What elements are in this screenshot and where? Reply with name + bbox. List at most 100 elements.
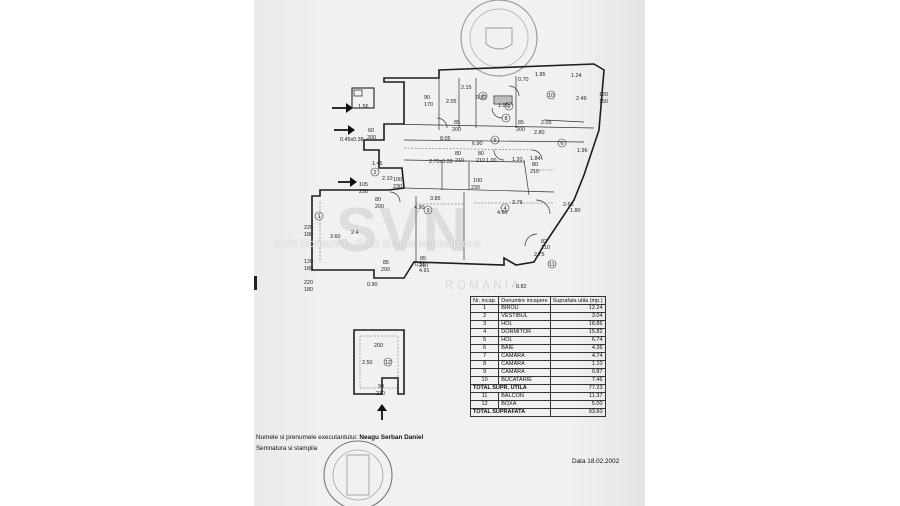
dim-label: 0.82 <box>476 95 487 101</box>
table-cell: 5 <box>469 336 500 345</box>
dim-label: 85 <box>420 256 426 262</box>
dim-label: 85 <box>383 260 389 266</box>
table-cell: 0.87 <box>549 368 606 377</box>
table-header-row: Nr. incap. Denumire incapere Suprafata u… <box>469 296 606 305</box>
table-cell: 9 <box>469 368 500 377</box>
storage-box-dims <box>359 335 399 389</box>
room-3-number: 3 <box>427 208 430 214</box>
dim-label: 100 <box>393 177 402 183</box>
table-cell: 2 <box>469 312 500 321</box>
dim-label: 210 <box>419 263 428 269</box>
table-cell: VESTIBUL <box>498 312 551 321</box>
room-5-number: 5 <box>494 138 497 144</box>
table-header: Nr. incap. <box>469 296 500 305</box>
dim-label: 105 <box>359 182 368 188</box>
dim-label: 3.85 <box>430 196 441 202</box>
storage-box-12 <box>353 329 405 395</box>
table-cell: 6.74 <box>549 336 606 345</box>
table-cell: BUCATARIE <box>498 376 551 385</box>
dim-label: 85 <box>518 120 524 126</box>
table-cell: 4.74 <box>549 352 606 361</box>
dim-label: 2.70x0.28 <box>429 159 453 165</box>
dim-label: 80 <box>455 151 461 157</box>
table-cell: 15.82 <box>549 328 606 337</box>
door-arcs <box>389 85 551 247</box>
room-8-number: 8 <box>505 116 508 122</box>
dim-label: 1.85 <box>535 72 546 78</box>
dim-label: 0.70 <box>518 77 529 83</box>
document-date: Data 18.02.2002 <box>572 458 620 465</box>
scan-edge-mark <box>254 276 257 290</box>
table-cell: BALCON <box>498 392 551 401</box>
table-total-value: 77.23 <box>549 384 606 393</box>
table-total-label: TOTAL SUPR. UTILA <box>470 384 551 393</box>
dim-label: 3.79 <box>512 200 523 206</box>
room-7-number: 7 <box>482 94 485 100</box>
table-cell: 11.37 <box>549 392 606 401</box>
table-cell: 1.10 <box>549 360 606 369</box>
table-cell: CAMARA <box>498 360 551 369</box>
executant-line: Numele si prenumele executantului: Neagu… <box>256 434 423 441</box>
dim-label: 1.96 <box>577 148 588 154</box>
kitchen-counter-lines <box>495 97 511 103</box>
dim-label: 210 <box>455 158 464 164</box>
table-cell: CAMARA <box>498 368 551 377</box>
dim-label: 2.05 <box>446 99 457 105</box>
dim-label: 180 <box>304 266 313 272</box>
floor-plan-drawing: 1 2 3 4 5 6 7 8 9 10 11 12 1.85 1.24 2.1… <box>304 0 608 506</box>
entry-arrows <box>332 103 387 420</box>
table-cell: 18.86 <box>549 320 606 329</box>
table-header: Suprafata utila (mp.) <box>549 296 606 305</box>
table-cell: 10 <box>469 376 500 385</box>
dim-label: 4.90 <box>414 205 425 211</box>
dim-label: 1.80 <box>570 208 581 214</box>
dim-label: 1.20 <box>512 157 523 163</box>
dim-label: 90 <box>424 95 430 101</box>
dim-label: 80 <box>478 151 484 157</box>
table-cell: 6 <box>469 344 500 353</box>
dim-label: 220 <box>304 225 313 231</box>
table-cell: 3 <box>469 320 500 329</box>
dim-label: 200 <box>381 267 390 273</box>
kitchen-counter <box>493 95 513 105</box>
dim-label: 200 <box>516 127 525 133</box>
dim-label: 230 <box>471 185 480 191</box>
room-6-number: 6 <box>561 141 564 147</box>
table-cell: CAMARA <box>498 352 551 361</box>
table-cell: 5.00 <box>549 400 606 409</box>
room-1-number: 1 <box>318 214 321 220</box>
dimension-labels: 1.85 1.24 2.15 0.70 2.49 1.00 2.05 0.82 … <box>304 72 608 397</box>
dim-label: 1.56 <box>358 104 369 110</box>
stamp-top-right <box>460 0 538 77</box>
table-cell: 3.04 <box>549 312 606 321</box>
dimension-lines <box>319 147 554 262</box>
dim-label: 0.82 <box>516 284 527 290</box>
dim-label: 3.60 <box>330 234 341 240</box>
dim-label: 2.10 <box>382 176 393 182</box>
room-9-number: 9 <box>508 104 511 110</box>
dim-label: 80 <box>375 197 381 203</box>
room-12-number: 12 <box>385 360 391 366</box>
dim-label: 1.24 <box>571 73 582 79</box>
stamp-bottom-left <box>323 440 393 506</box>
table-cell: BIROU <box>498 304 551 313</box>
executant-label: Numele si prenumele executantului: <box>256 434 358 441</box>
dim-label: 6.90 <box>472 141 483 147</box>
room-2-number: 2 <box>374 170 377 176</box>
dim-label: 210 <box>376 391 385 397</box>
interior-walls <box>383 76 595 262</box>
table-cell: 4 <box>469 328 500 337</box>
table-cell: 7 <box>469 352 500 361</box>
dim-label: 0.55 <box>415 262 426 268</box>
executant-name: Neagu Serban Daniel <box>359 434 424 441</box>
table-cell: HOL <box>498 320 551 329</box>
dim-label: 2.15 <box>461 85 472 91</box>
dim-label: 150 <box>599 99 608 105</box>
